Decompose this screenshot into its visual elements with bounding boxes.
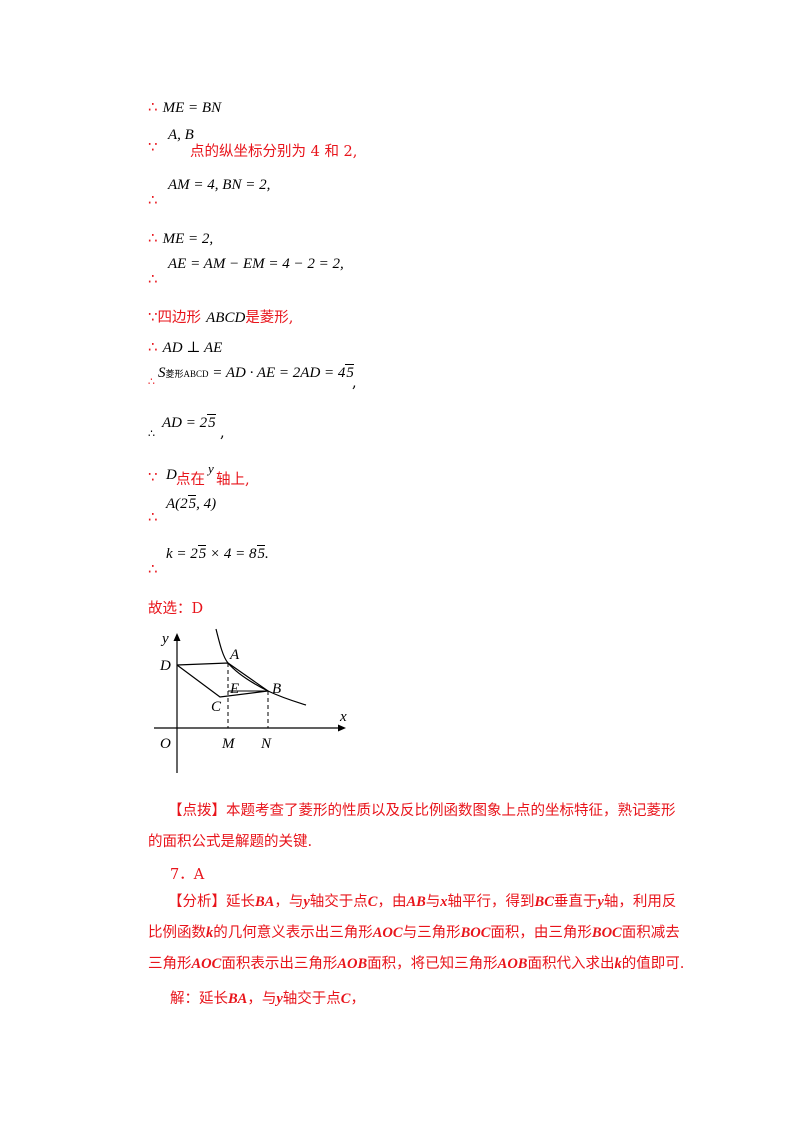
math-variable: AOB bbox=[497, 956, 528, 972]
math-variable: AB bbox=[406, 894, 426, 910]
text-fragment: 面积，由三角形 bbox=[490, 925, 592, 941]
text-fragment: 面积减去三角形 bbox=[148, 925, 680, 972]
analysis-paragraph: 【分析】延长BA，与y轴交于点C，由AB与x轴平行，得到BC垂直于y轴，利用反比… bbox=[148, 894, 685, 972]
math-variable: k bbox=[206, 925, 214, 941]
label-n: N bbox=[260, 736, 272, 752]
text-fragment: 轴平行，得到 bbox=[447, 894, 535, 910]
label-y: y bbox=[160, 631, 169, 647]
math-variable: AOC bbox=[372, 925, 403, 941]
line-6: ∵四边形 ABCD是菱形, bbox=[148, 308, 294, 326]
comment-tag: 【点拨】 bbox=[168, 803, 226, 819]
text-fragment: 垂直于 bbox=[553, 894, 598, 910]
text-fragment: 轴交于点 bbox=[282, 991, 341, 1007]
math-vars: A, B bbox=[168, 127, 194, 143]
text-fragment: 面积代入求出 bbox=[527, 956, 615, 972]
math-variable: AOB bbox=[337, 956, 368, 972]
text-condition: 点的纵坐标分别为 4 和 2, bbox=[190, 144, 358, 160]
label-m: M bbox=[221, 736, 236, 752]
math-variable: y bbox=[597, 894, 604, 910]
math-variable: BA bbox=[228, 991, 248, 1007]
label-o: O bbox=[160, 736, 171, 752]
question-7-number: 7．A bbox=[170, 867, 205, 883]
text-fragment: ， bbox=[350, 991, 365, 1007]
text-fragment: 的值即可. bbox=[621, 956, 685, 972]
math-variable: BA bbox=[255, 894, 275, 910]
math-variable: C bbox=[367, 894, 378, 910]
text-fragment: ，与 bbox=[247, 991, 277, 1007]
math-variable: BOC bbox=[460, 925, 491, 941]
answer-line: 故选：D bbox=[148, 601, 204, 617]
line-1: ∴ ME = BN bbox=[148, 98, 222, 116]
text-fragment: ，与 bbox=[274, 894, 304, 910]
text-fragment: 轴交于点 bbox=[309, 894, 368, 910]
label-x: x bbox=[339, 709, 347, 725]
label-b: B bbox=[272, 681, 281, 697]
text-fragment: 面积表示出三角形 bbox=[221, 956, 338, 972]
label-a: A bbox=[229, 647, 240, 663]
math-variable: BOC bbox=[591, 925, 622, 941]
label-e: E bbox=[229, 681, 239, 697]
y-axis-arrow bbox=[173, 633, 181, 641]
math-variable: x bbox=[440, 894, 448, 910]
text-fragment: 与三角形 bbox=[402, 925, 461, 941]
comment-paragraph: 【点拨】本题考查了菱形的性质以及反比例函数图象上点的坐标特征，熟记菱形的面积公式… bbox=[148, 803, 676, 850]
math-variable: C bbox=[340, 991, 351, 1007]
text-fragment: 轴，利用反比例函数 bbox=[148, 894, 677, 941]
math-variable: AOC bbox=[191, 956, 222, 972]
label-c: C bbox=[211, 699, 222, 715]
line-2: ∵ A, B 点的纵坐标分别为 4 和 2, bbox=[148, 127, 358, 160]
math-variable: k bbox=[614, 956, 622, 972]
text-fragment: 的几何意义表示出三角形 bbox=[213, 925, 373, 941]
math-expr: ME = BN bbox=[162, 100, 222, 116]
label-d: D bbox=[159, 658, 171, 674]
solution-body: 延长BA，与y轴交于点C， bbox=[199, 991, 365, 1007]
line-7: ∴ AD ⊥ AE bbox=[148, 338, 223, 356]
text-fragment: 延长 bbox=[199, 991, 228, 1007]
geometry-figure: y x O D A E B C M N bbox=[154, 628, 347, 773]
text-fragment: ，由 bbox=[377, 894, 407, 910]
line-4: ∴ ME = 2, bbox=[148, 229, 214, 247]
math-variable: BC bbox=[534, 894, 554, 910]
math-variable: y bbox=[276, 991, 283, 1007]
math-variable: y bbox=[303, 894, 310, 910]
solution-line: 解：延长BA，与y轴交于点C， bbox=[170, 991, 365, 1007]
analysis-body: 延长BA，与y轴交于点C，由AB与x轴平行，得到BC垂直于y轴，利用反比例函数k… bbox=[148, 894, 684, 972]
text-fragment: 与 bbox=[425, 894, 441, 910]
x-axis-arrow bbox=[338, 724, 346, 732]
text-fragment: 延长 bbox=[226, 894, 255, 910]
rhombus-abcd bbox=[176, 662, 270, 698]
text-fragment: 面积，将已知三角形 bbox=[367, 956, 498, 972]
hyperbola-curve bbox=[215, 628, 307, 706]
